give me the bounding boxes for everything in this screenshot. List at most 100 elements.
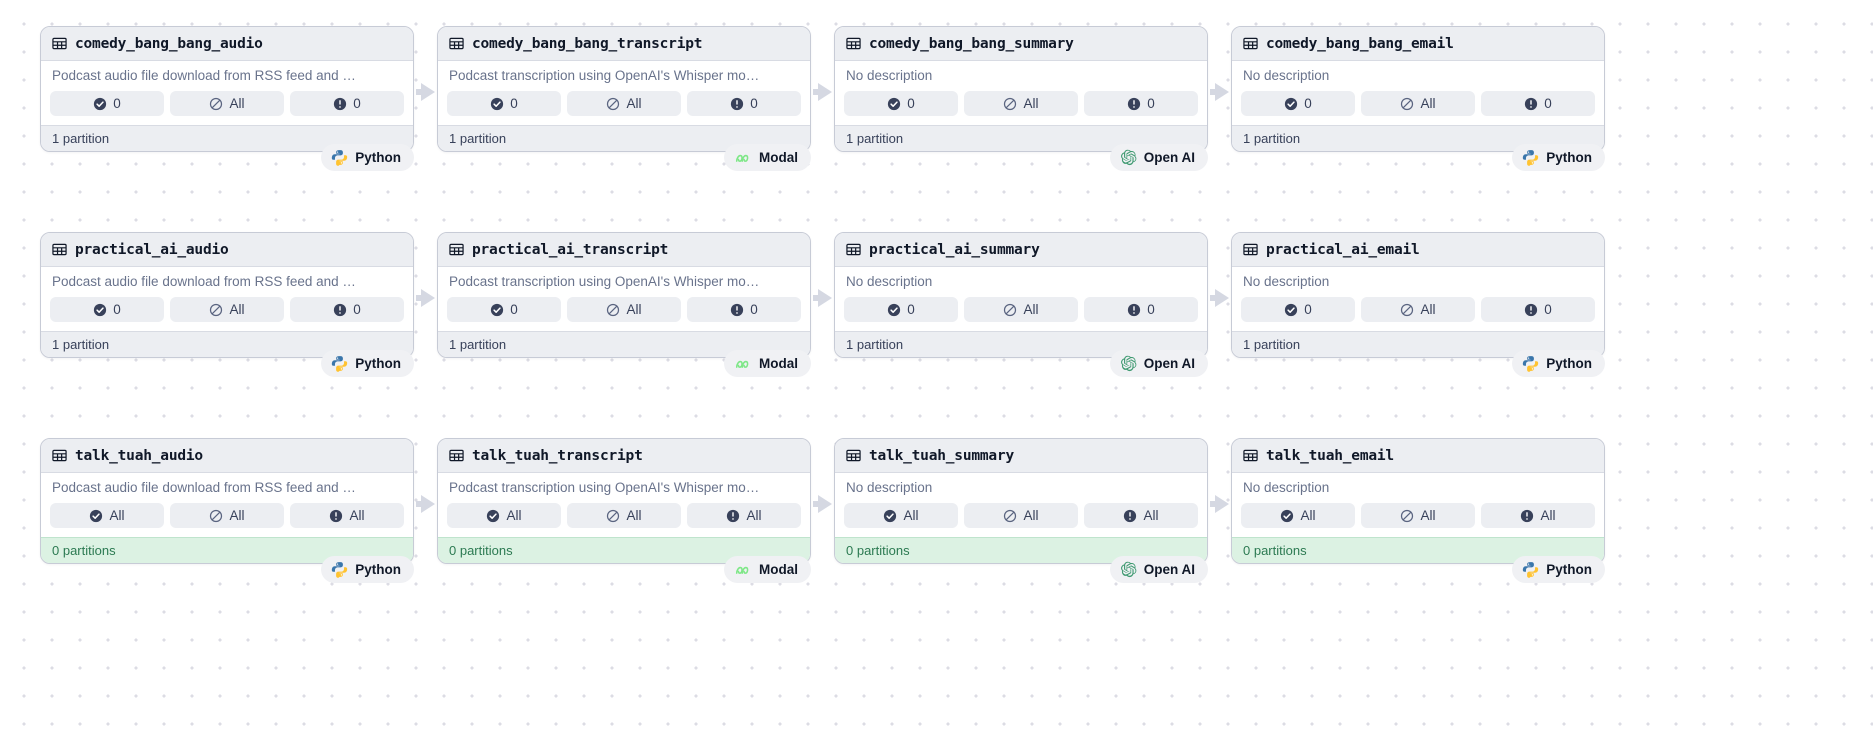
stat-chip-1[interactable]: All	[170, 297, 284, 322]
compute-kind-badge[interactable]: Modal	[724, 144, 811, 171]
asset-card-header[interactable]: practical_ai_transcript	[438, 233, 810, 267]
stat-chip-2[interactable]: 0	[1084, 297, 1198, 322]
stat-chip-0[interactable]: 0	[50, 91, 164, 116]
compute-kind-label: Python	[1546, 356, 1592, 371]
asset-name: talk_tuah_audio	[75, 447, 203, 464]
stat-chip-2[interactable]: 0	[290, 297, 404, 322]
stat-chip-0[interactable]: All	[447, 503, 561, 528]
compute-kind-badge[interactable]: Python	[321, 556, 414, 583]
asset-card[interactable]: talk_tuah_audio Podcast audio file downl…	[40, 438, 414, 564]
stat-chip-0[interactable]: All	[1241, 503, 1355, 528]
asset-card-header[interactable]: talk_tuah_transcript	[438, 439, 810, 473]
stat-chip-2[interactable]: 0	[1481, 91, 1595, 116]
stat-chip-0[interactable]: 0	[447, 91, 561, 116]
asset-node[interactable]: talk_tuah_transcript Podcast transcripti…	[437, 438, 811, 583]
stat-chip-1[interactable]: All	[567, 297, 681, 322]
asset-card[interactable]: practical_ai_transcript Podcast transcri…	[437, 232, 811, 358]
compute-kind-badge[interactable]: Python	[1512, 144, 1605, 171]
asset-card-header[interactable]: talk_tuah_summary	[835, 439, 1207, 473]
asset-card[interactable]: comedy_bang_bang_summary No description …	[834, 26, 1208, 152]
asset-node[interactable]: comedy_bang_bang_audio Podcast audio fil…	[40, 26, 414, 171]
stat-chip-2[interactable]: All	[1481, 503, 1595, 528]
stat-chip-0[interactable]: All	[844, 503, 958, 528]
stat-chip-2[interactable]: 0	[687, 91, 801, 116]
asset-description: No description	[1243, 68, 1330, 83]
asset-card-header[interactable]: practical_ai_summary	[835, 233, 1207, 267]
asset-node[interactable]: talk_tuah_audio Podcast audio file downl…	[40, 438, 414, 583]
asset-card[interactable]: comedy_bang_bang_email No description 0 …	[1231, 26, 1605, 152]
compute-kind-badge[interactable]: Python	[1512, 556, 1605, 583]
stat-chip-2[interactable]: 0	[1481, 297, 1595, 322]
stat-chip-1[interactable]: All	[964, 503, 1078, 528]
asset-node[interactable]: talk_tuah_email No description All All	[1231, 438, 1605, 583]
stat-value: 0	[113, 95, 121, 111]
asset-node[interactable]: practical_ai_email No description 0 All	[1231, 232, 1605, 377]
asset-card-header[interactable]: comedy_bang_bang_email	[1232, 27, 1604, 61]
compute-kind-badge[interactable]: Modal	[724, 350, 811, 377]
compute-kind-badge[interactable]: Modal	[724, 556, 811, 583]
asset-node[interactable]: comedy_bang_bang_transcript Podcast tran…	[437, 26, 811, 171]
asset-name: practical_ai_transcript	[472, 241, 669, 258]
stat-chip-2[interactable]: 0	[1084, 91, 1198, 116]
stat-value: 0	[1147, 301, 1155, 317]
stat-chip-0[interactable]: 0	[1241, 297, 1355, 322]
asset-card[interactable]: practical_ai_summary No description 0 Al…	[834, 232, 1208, 358]
asset-node[interactable]: practical_ai_summary No description 0 Al…	[834, 232, 1208, 377]
compute-kind-badge[interactable]: Open AI	[1109, 350, 1208, 377]
asset-card[interactable]: practical_ai_email No description 0 All	[1231, 232, 1605, 358]
asset-card-header[interactable]: practical_ai_email	[1232, 233, 1604, 267]
asset-card[interactable]: comedy_bang_bang_transcript Podcast tran…	[437, 26, 811, 152]
asset-card[interactable]: talk_tuah_summary No description All All	[834, 438, 1208, 564]
check-circle-icon	[94, 303, 107, 316]
compute-kind-badge[interactable]: Python	[321, 350, 414, 377]
stat-chip-1[interactable]: All	[1361, 503, 1475, 528]
asset-card-header[interactable]: comedy_bang_bang_summary	[835, 27, 1207, 61]
asset-partition-footer: 1 partition	[1232, 331, 1604, 357]
stat-chip-2[interactable]: 0	[290, 91, 404, 116]
asset-card-header[interactable]: comedy_bang_bang_transcript	[438, 27, 810, 61]
asset-node[interactable]: comedy_bang_bang_summary No description …	[834, 26, 1208, 171]
stat-chip-1[interactable]: All	[964, 91, 1078, 116]
table-icon	[52, 37, 67, 50]
compute-kind-badge[interactable]: Open AI	[1109, 144, 1208, 171]
stat-chip-1[interactable]: All	[170, 91, 284, 116]
compute-kind-badge[interactable]: Python	[1512, 350, 1605, 377]
stat-chip-2[interactable]: 0	[687, 297, 801, 322]
stat-chip-0[interactable]: 0	[50, 297, 164, 322]
asset-node[interactable]: practical_ai_audio Podcast audio file do…	[40, 232, 414, 377]
asset-card-header[interactable]: talk_tuah_audio	[41, 439, 413, 473]
asset-card-header[interactable]: talk_tuah_email	[1232, 439, 1604, 473]
asset-card[interactable]: talk_tuah_transcript Podcast transcripti…	[437, 438, 811, 564]
compute-kind-badge[interactable]: Python	[321, 144, 414, 171]
stat-chip-1[interactable]: All	[567, 503, 681, 528]
stat-chip-2[interactable]: All	[290, 503, 404, 528]
asset-card[interactable]: talk_tuah_email No description All All	[1231, 438, 1605, 564]
stat-chip-0[interactable]: All	[50, 503, 164, 528]
compute-kind-badge[interactable]: Open AI	[1109, 556, 1208, 583]
stat-chip-1[interactable]: All	[1361, 91, 1475, 116]
asset-node[interactable]: comedy_bang_bang_email No description 0 …	[1231, 26, 1605, 171]
asset-card-header[interactable]: comedy_bang_bang_audio	[41, 27, 413, 61]
asset-stats-row: All All All	[844, 503, 1198, 528]
stat-chip-1[interactable]: All	[1361, 297, 1475, 322]
stat-chip-1[interactable]: All	[170, 503, 284, 528]
asset-card[interactable]: practical_ai_audio Podcast audio file do…	[40, 232, 414, 358]
asset-card-header[interactable]: practical_ai_audio	[41, 233, 413, 267]
slash-circle-icon	[607, 303, 620, 316]
stat-chip-2[interactable]: All	[687, 503, 801, 528]
asset-node[interactable]: practical_ai_transcript Podcast transcri…	[437, 232, 811, 377]
asset-node[interactable]: talk_tuah_summary No description All All	[834, 438, 1208, 583]
alert-circle-icon	[1525, 303, 1538, 316]
stat-value: All	[746, 507, 762, 523]
stat-chip-1[interactable]: All	[567, 91, 681, 116]
stat-chip-0[interactable]: 0	[1241, 91, 1355, 116]
stat-chip-0[interactable]: 0	[844, 297, 958, 322]
stat-chip-1[interactable]: All	[964, 297, 1078, 322]
stat-value: All	[1420, 301, 1436, 317]
asset-card[interactable]: comedy_bang_bang_audio Podcast audio fil…	[40, 26, 414, 152]
stat-chip-0[interactable]: 0	[447, 297, 561, 322]
stat-value: All	[229, 507, 245, 523]
stat-chip-0[interactable]: 0	[844, 91, 958, 116]
stat-chip-2[interactable]: All	[1084, 503, 1198, 528]
